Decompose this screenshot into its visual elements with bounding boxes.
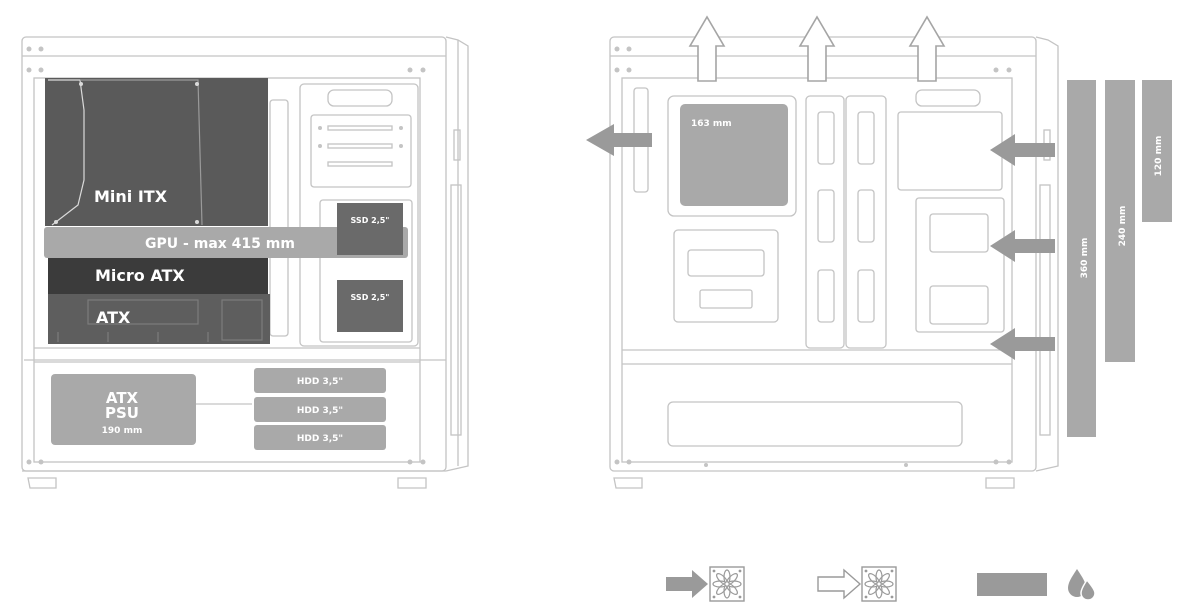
atx-label: ATX xyxy=(96,308,131,327)
hdd-2 xyxy=(254,397,386,422)
psu-label-line1: ATX xyxy=(106,389,139,407)
radiator-120 xyxy=(1142,80,1172,222)
top-arrow-1 xyxy=(688,15,726,82)
top-arrow-2 xyxy=(798,15,836,82)
atx-board xyxy=(48,294,270,344)
legend-exhaust-fan-icon xyxy=(817,566,897,602)
cpu-cooler-block xyxy=(680,104,788,206)
ssd-2-label: SSD 2,5" xyxy=(351,293,390,302)
radiator-360 xyxy=(1067,80,1096,437)
ssd-1 xyxy=(337,203,403,255)
hdd-3-label: HDD 3,5" xyxy=(297,434,343,444)
top-arrow-3 xyxy=(908,15,946,82)
psu-size-label: 190 mm xyxy=(102,426,143,436)
top-exhaust-arrows xyxy=(688,15,946,82)
psu-label-line2: PSU xyxy=(105,404,139,422)
legend-intake-fan-icon xyxy=(666,566,745,602)
legend-water-drops-icon xyxy=(1068,569,1096,601)
hdd-3 xyxy=(254,425,386,450)
micro-atx-label: Micro ATX xyxy=(95,266,185,285)
gpu-label: GPU - max 415 mm xyxy=(145,236,295,252)
mini-itx-board xyxy=(45,78,268,226)
ssd-1-label: SSD 2,5" xyxy=(351,216,390,225)
hdd-1 xyxy=(254,368,386,393)
right-case-outline xyxy=(609,36,1059,489)
psu-block xyxy=(51,374,196,445)
micro-atx-board xyxy=(48,258,268,294)
radiator-360-label: 360 mm xyxy=(1080,238,1090,279)
gpu-bar xyxy=(44,227,408,258)
radiator-120-label: 120 mm xyxy=(1154,136,1164,177)
legend-radiator-icon xyxy=(977,573,1047,596)
rear-exhaust-arrow xyxy=(586,124,652,156)
hdd-2-label: HDD 3,5" xyxy=(297,406,343,416)
mini-itx-label: Mini ITX xyxy=(94,187,168,206)
hdd-1-label: HDD 3,5" xyxy=(297,377,343,387)
cpu-cooler-label: 163 mm xyxy=(691,119,732,129)
front-intake-arrows xyxy=(990,134,1055,360)
radiator-240-label: 240 mm xyxy=(1118,206,1128,247)
ssd-2 xyxy=(337,280,403,332)
legend xyxy=(666,566,1096,602)
radiator-240 xyxy=(1105,80,1135,362)
